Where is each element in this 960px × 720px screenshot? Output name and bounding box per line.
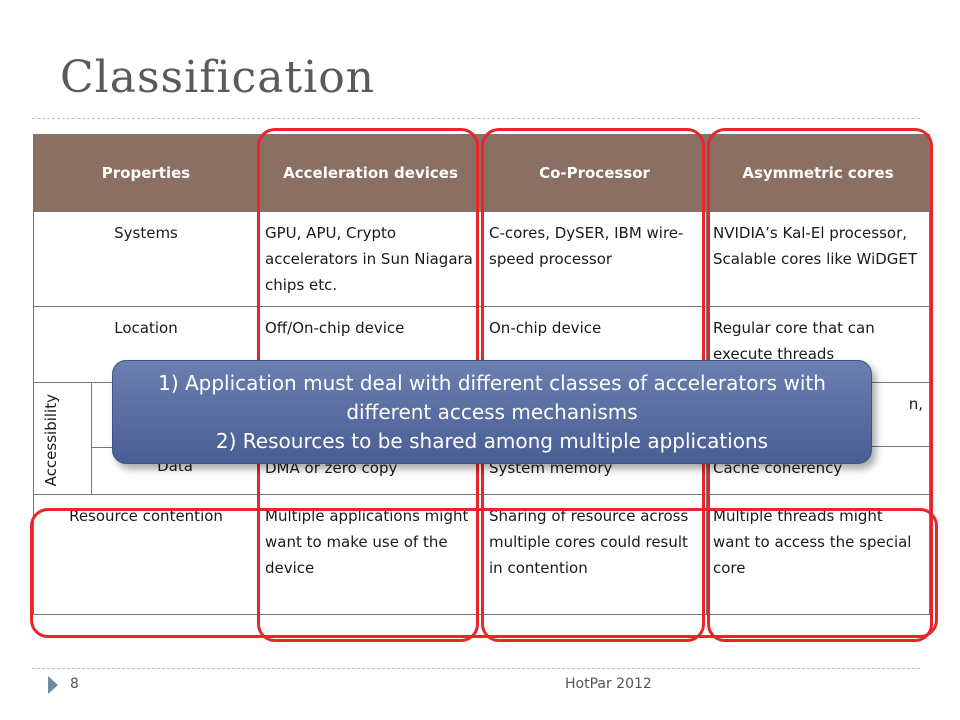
header-asymmetric-cores: Asymmetric cores	[706, 134, 930, 212]
header-properties: Properties	[33, 134, 259, 212]
accessibility-divider	[91, 383, 92, 494]
callout-line-1: 1) Application must deal with different …	[158, 371, 826, 424]
footer-divider	[32, 668, 920, 669]
cell-resource-asymmetric: Multiple threads might want to access th…	[706, 494, 930, 615]
cell-systems-acceleration: GPU, APU, Crypto accelerators in Sun Nia…	[258, 211, 483, 307]
accessibility-label: Accessibility	[42, 393, 60, 486]
callout-banner: 1) Application must deal with different …	[112, 360, 872, 464]
cell-systems-coprocessor: C-cores, DySER, IBM wire-speed processor	[482, 211, 707, 307]
callout-line-2: 2) Resources to be shared among multiple…	[215, 429, 769, 453]
table-row-systems: Systems GPU, APU, Crypto accelerators in…	[33, 211, 930, 307]
page-number: 8	[70, 676, 79, 692]
title-divider	[32, 118, 920, 119]
row-label-resource-contention: Resource contention	[33, 494, 259, 615]
triangle-bullet-icon	[48, 676, 58, 694]
row-label-systems: Systems	[33, 211, 259, 307]
cell-resource-acceleration: Multiple applications might want to make…	[258, 494, 483, 615]
footer-conference: HotPar 2012	[565, 676, 652, 692]
cell-resource-coprocessor: Sharing of resource across multiple core…	[482, 494, 707, 615]
highlight-resource-row	[30, 508, 938, 638]
slide-title: Classification	[60, 52, 376, 103]
table-row-resource-contention: Resource contention Multiple application…	[33, 494, 930, 615]
